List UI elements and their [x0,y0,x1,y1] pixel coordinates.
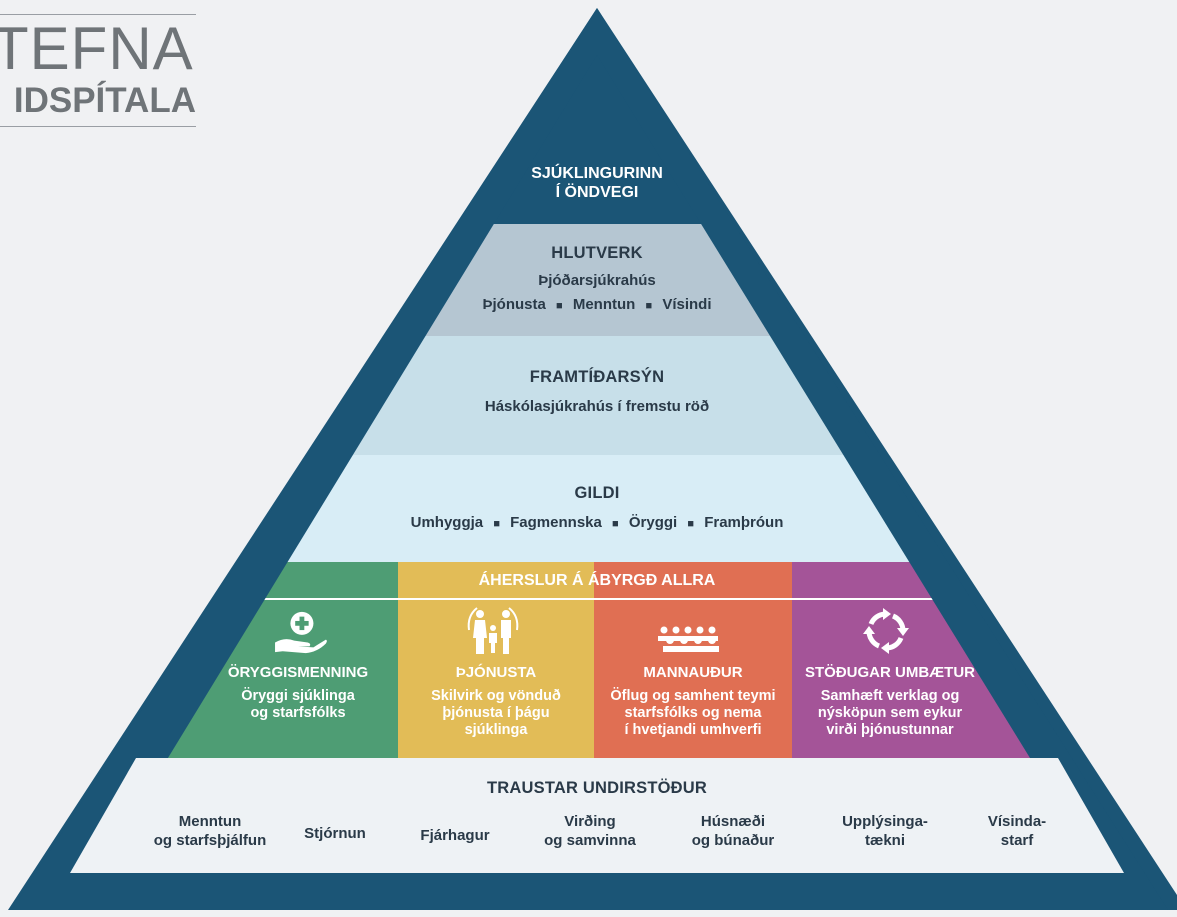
pillar-2-line: sjúklinga [464,722,528,738]
pillar-1-title: ÖRYGGISMENNING [227,664,369,681]
pillar-1-line: Öryggi sjúklinga [241,688,355,704]
hlutverk-item: Vísindi [662,296,712,313]
foundation-band [70,758,1124,873]
pillar-3-line: í hvetjandi umhverfi [624,722,762,738]
foundation-item: Húsnæði og búnaður [668,812,798,850]
family-icon [467,607,519,654]
apex-line-1: SJÚKLINGURINN [531,165,663,182]
hlutverk-item: Þjónusta [482,296,546,313]
framtidarsyn-title: FRAMTÍÐARSÝN [529,368,665,386]
pillar-bg-2 [398,562,594,758]
foundation-item-line: Upplýsinga- [842,813,928,830]
pillar-2-title: ÞJÓNUSTA [455,664,537,681]
gildi-item: Framþróun [704,514,784,531]
pillar-1-text: Öryggi sjúklinga og starfsfólks [198,688,398,722]
pillar-3-line: starfsfólks og nema [624,705,762,721]
foundation-item-line: Menntun [178,813,242,830]
apex-line-2: Í ÖNDVEGI [555,184,639,201]
title-line-2: IDSPÍTALA [13,81,196,120]
pillar-4-text: Samhæft verklag og nýsköpun sem eykur vi… [792,688,988,739]
bullet-icon: ■ [612,518,619,530]
foundation-item: Stjórnun [280,824,390,843]
gildi-item: Umhyggja [410,514,484,531]
foundation-item: Virðing og samvinna [520,812,660,850]
pillar-bg-3 [594,562,792,758]
hand-heart-plus-icon [275,611,327,654]
hlutverk-line1: Þjóðarsjúkrahús [538,272,656,289]
pillar-3-text: Öflug og samhent teymi starfsfólks og ne… [594,688,792,739]
cycle-arrows-icon [863,608,909,654]
aherslur-title: ÁHERSLUR Á ÁBYRGÐ ALLRA [478,572,716,589]
foundation-item-line: starf [1000,832,1034,849]
foundation-item-line: Stjórnun [304,825,366,842]
foundation-item-line: Vísinda- [987,813,1047,830]
title-rule-bottom [0,126,196,127]
pillar-1-line: og starfsfólks [250,705,346,721]
pillar-4-line: nýsköpun sem eykur [817,705,963,721]
pillar-2-line: þjónusta í þágu [442,705,550,721]
aherslur-divider [160,598,1038,600]
pillar-2-line: Skilvirk og vönduð [431,688,561,704]
pillar-2-text: Skilvirk og vönduð þjónusta í þágu sjúkl… [398,688,594,739]
bullet-icon: ■ [556,300,563,312]
foundation-item: Upplýsinga- tækni [820,812,950,850]
foundation-item: Fjárhagur [400,826,510,845]
foundation-item-line: Húsnæði [700,813,766,830]
foundation-item: Menntun og starfsþjálfun [130,812,290,850]
hlutverk-item: Menntun [572,296,636,313]
bullet-icon: ■ [493,518,500,530]
gildi-item: Fagmennska [510,514,602,531]
foundation-item: Vísinda- starf [962,812,1072,850]
bullet-icon: ■ [687,518,695,530]
gildi-band [160,455,1038,562]
title-line-1: TEFNA [0,15,194,82]
title-block: TEFNA IDSPÍTALA [0,0,200,130]
hlutverk-items: Þjónusta ■ Menntun ■ Vísindi [397,296,797,313]
foundation-item-line: og starfsþjálfun [153,832,267,849]
pillar-3-line: Öflug og samhent teymi [610,688,776,704]
pillar-4-title: STÖÐUGAR UMBÆTUR [805,664,975,681]
team-icon [658,626,719,652]
title-rule-top [0,14,196,15]
framtidarsyn-band [160,336,1038,455]
pillar-3-title: MANNAUÐUR [643,664,743,681]
foundation-item-line: Virðing [564,813,616,830]
gildi-item: Öryggi [628,514,678,531]
hlutverk-title: HLUTVERK [551,244,643,262]
foundation-item-line: Fjárhagur [420,827,490,844]
foundation-item-line: og búnaður [691,832,775,849]
bullet-icon: ■ [645,300,653,312]
framtidarsyn-text: Háskólasjúkrahús í fremstu röð [484,398,710,415]
pillar-4-line: virði þjónustunnar [826,722,954,738]
gildi-items: Umhyggja ■ Fagmennska ■ Öryggi ■ Framþró… [297,514,897,531]
apex-label: SJÚKLINGURINN Í ÖNDVEGI [497,164,697,202]
foundation-item-line: tækni [864,832,905,849]
foundation-item-line: og samvinna [544,832,636,849]
foundation-title: TRAUSTAR UNDIRSTÖÐUR [486,779,707,797]
gildi-title: GILDI [574,484,620,502]
pillar-4-line: Samhæft verklag og [820,688,960,704]
